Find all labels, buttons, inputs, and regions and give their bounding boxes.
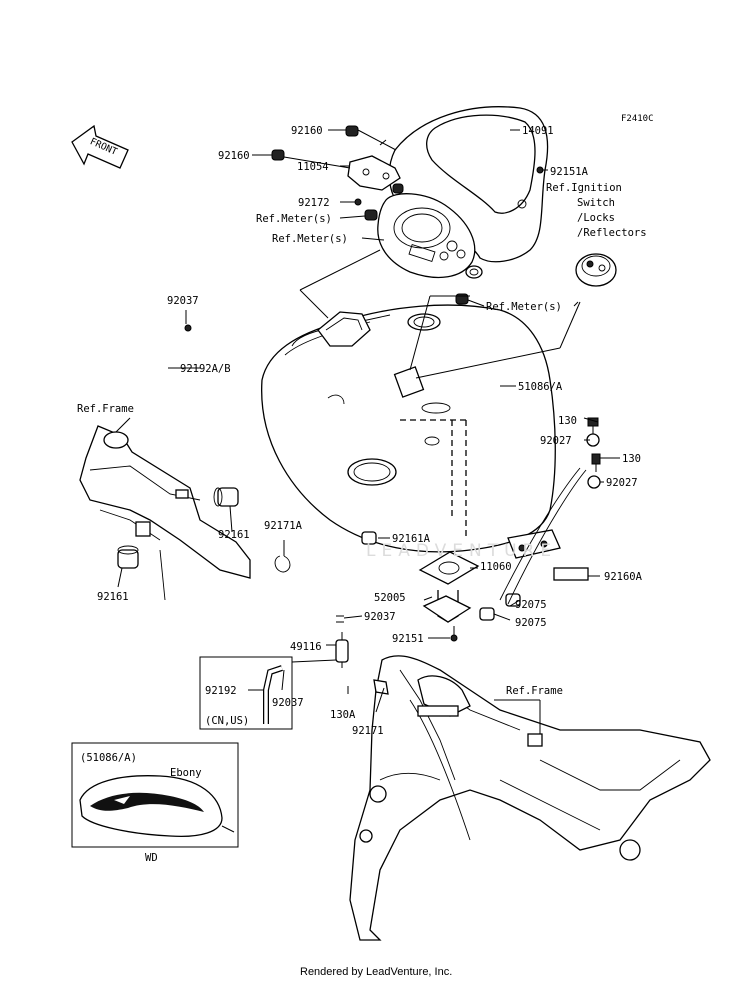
label-92171: 92171 [352, 725, 384, 737]
label-92075-b: 92075 [515, 617, 547, 629]
inset-caption: WD [145, 852, 158, 864]
damper-part [117, 487, 521, 621]
label-ref-meter-3: Ref.Meter(s) [486, 301, 562, 313]
fuel-hose-part [153, 324, 344, 623]
footer-credit: Rendered by LeadVenture, Inc. [300, 966, 452, 978]
fuel-pump-part [418, 551, 480, 642]
leader-lines [115, 129, 620, 734]
front-arrow-icon: FRONT [71, 124, 129, 169]
inset-panel: (51086/A) Ebony WD [71, 742, 239, 864]
label-11060: 11060 [480, 561, 512, 573]
frame-left-part [79, 425, 251, 601]
label-92161-a: 92161 [218, 529, 250, 541]
label-52005: 52005 [374, 592, 406, 604]
label-ref-ignition-4: /Reflectors [577, 227, 647, 239]
label-ref-meter-2: Ref.Meter(s) [272, 233, 348, 245]
label-ref-ignition-2: Switch [577, 197, 615, 209]
label-92037-c: 92037 [272, 697, 304, 709]
label-92151A: 92151A [550, 166, 589, 178]
label-ref-ignition-1: Ref.Ignition [546, 182, 622, 194]
label-ref-frame-right: Ref.Frame [506, 685, 563, 697]
label-92075-a: 92075 [515, 599, 547, 611]
label-92172: 92172 [298, 197, 330, 209]
label-92027-b: 92027 [606, 477, 638, 489]
label-92160-a: 92160 [291, 125, 323, 137]
meter-assembly [377, 193, 476, 279]
label-51086A: 51086/A [518, 381, 563, 393]
bracket-part [347, 155, 401, 191]
label-ref-frame-left: Ref.Frame [77, 403, 134, 415]
part-labels: 92160 14091 92160 11054 92151A Ref.Ignit… [77, 125, 647, 737]
fuel-tank-part [261, 304, 561, 559]
inset-title: (51086/A) [80, 752, 137, 764]
label-130A: 130A [330, 709, 356, 721]
label-92027-a: 92027 [540, 435, 572, 447]
bolt-part [499, 417, 601, 605]
label-92160-b: 92160 [218, 150, 250, 162]
label-92171A: 92171A [264, 520, 303, 532]
cn-us-box [199, 656, 293, 730]
fuel-filter-part [335, 632, 349, 668]
label-92160A: 92160A [604, 571, 643, 583]
ignition-cap-part [575, 253, 617, 287]
label-ref-ignition-3: /Locks [577, 212, 615, 224]
label-92037-b: 92037 [364, 611, 396, 623]
label-11054: 11054 [297, 161, 329, 173]
label-92192AB: 92192A/B [180, 363, 231, 375]
label-49116: 49116 [290, 641, 322, 653]
label-92161A: 92161A [392, 533, 431, 545]
watermark: LEADVENTURE [366, 541, 557, 561]
label-14091: 14091 [522, 125, 554, 137]
label-130-a: 130 [558, 415, 577, 427]
label-ref-meter-1: Ref.Meter(s) [256, 213, 332, 225]
label-92037-a: 92037 [167, 295, 199, 307]
breather-hose-part [263, 659, 337, 724]
meter-cover-part [388, 106, 549, 279]
label-130-b: 130 [622, 453, 641, 465]
frame-right-part [349, 655, 711, 941]
inset-color-label: Ebony [170, 767, 202, 779]
label-92192: 92192 [205, 685, 237, 697]
label-cn-us: (CN,US) [205, 715, 249, 727]
diagram-code: F2410C [621, 114, 654, 124]
label-92151: 92151 [392, 633, 424, 645]
label-92161-b: 92161 [97, 591, 129, 603]
